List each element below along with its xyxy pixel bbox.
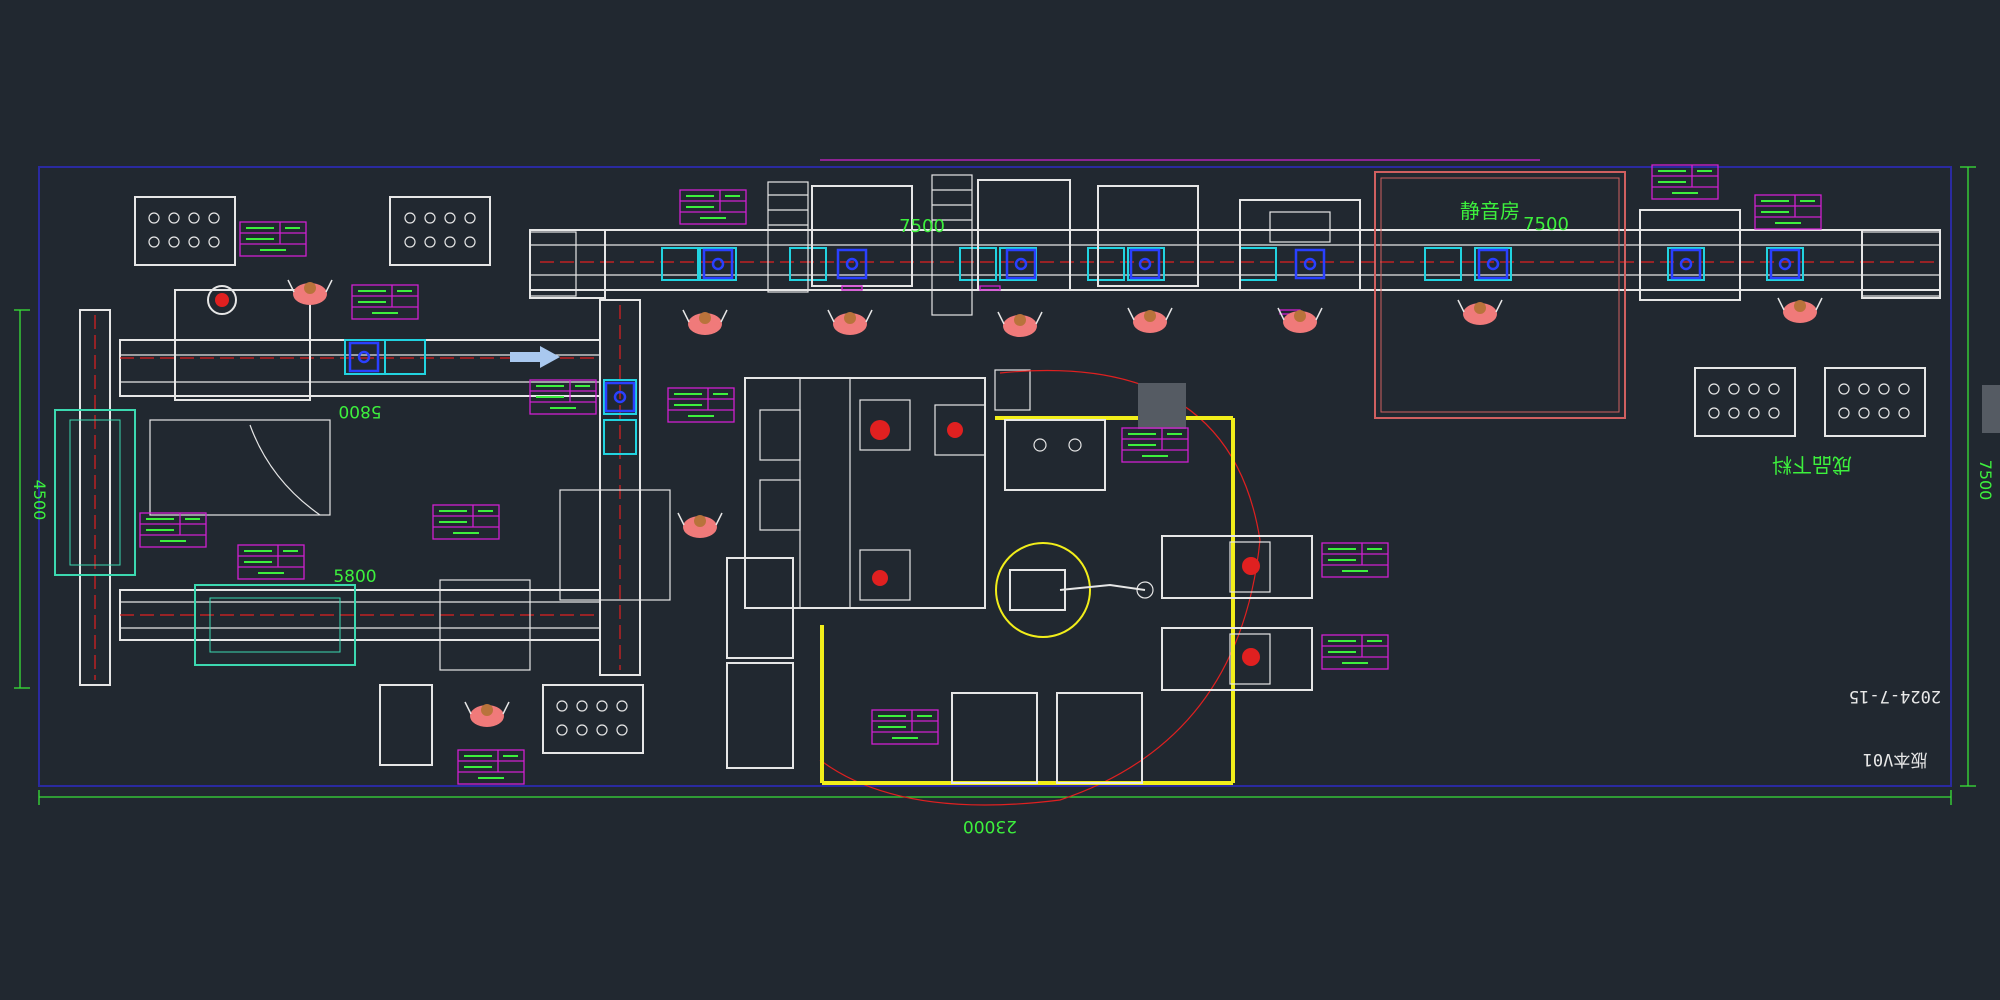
operator-icon [1457,299,1503,326]
robot-stations [1161,535,1313,691]
top-line-fixtures [661,247,1804,281]
operator-icon [677,512,723,539]
operator-icon [682,309,728,336]
top-line-dimension-1: 7500 [899,216,945,237]
drawing-revision: 版本V01 [1863,749,1928,769]
upper-conveyor-dimension: 5800 [338,401,381,421]
finished-unload-label: 成品下料 [1772,453,1852,477]
station-tags [139,164,1822,785]
operator-icon [464,701,510,728]
dimension-lines [14,166,2000,805]
robot-arm-icon [995,542,1154,638]
overall-width-dimension: 23000 [963,816,1017,836]
left-vertical-conveyor [54,309,136,686]
arrow-left-icon [510,346,560,368]
overall-height-dimension: 7500 [1976,460,1995,501]
left-height-dimension: 4500 [30,480,49,521]
top-conveyor-line [529,159,1941,299]
top-line-stations [529,174,1941,316]
drawing-date: 2024-7-15 [1849,686,1941,706]
assembly-machine [744,369,1031,609]
material-racks [134,196,1926,784]
top-line-dimension-2: 7500 [1523,214,1569,235]
middle-vertical-conveyor [559,299,671,676]
operator-icon [997,311,1043,338]
operator-icon [1277,307,1323,334]
operator-icon [1127,307,1173,334]
upper-left-conveyor [119,285,601,516]
lower-left-conveyor [119,579,601,671]
operator-icon [1777,297,1823,324]
layout-boundary [38,166,1952,787]
silent-room-label: 静音房 [1460,199,1520,223]
lower-conveyor-dimension: 5800 [333,567,376,587]
operator-icon [287,279,333,306]
silent-room [1374,171,1626,419]
operator-icon [827,309,873,336]
